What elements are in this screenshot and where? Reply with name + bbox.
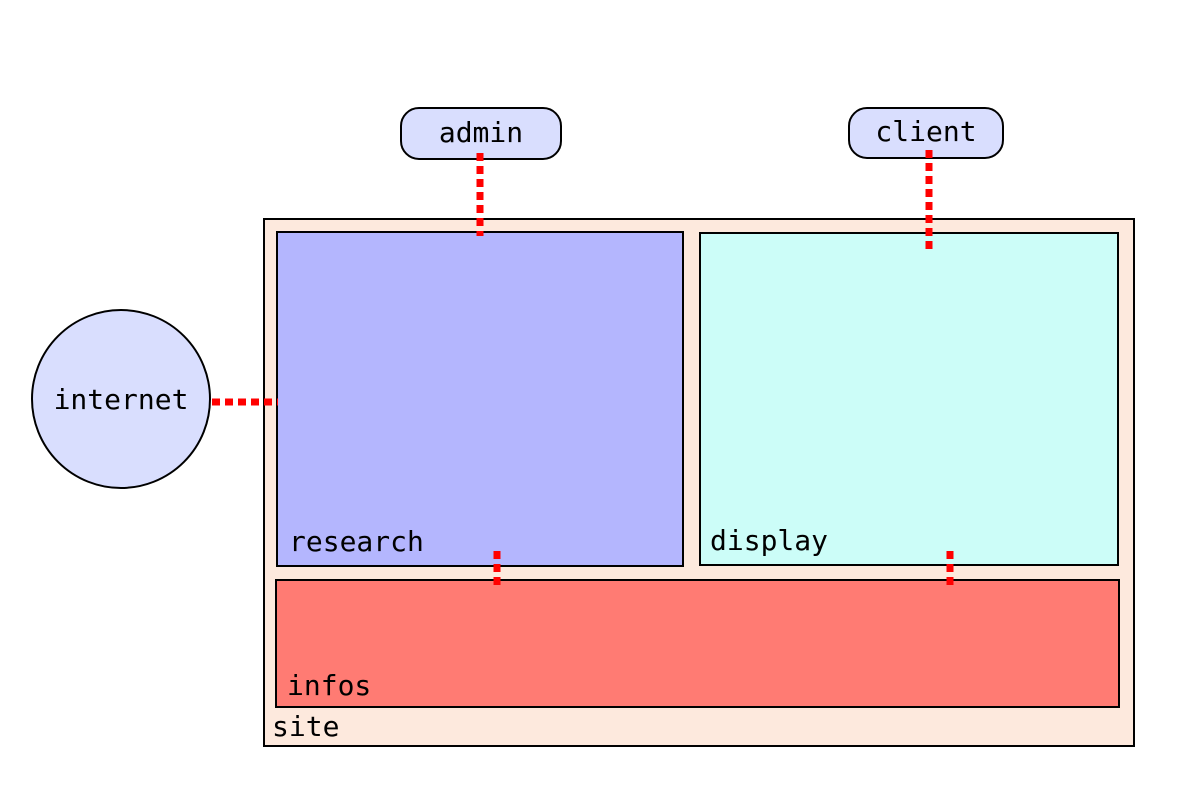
connectors xyxy=(212,150,954,588)
display-box xyxy=(699,232,1119,566)
client-label: client xyxy=(875,115,976,148)
internet-group: internet xyxy=(31,309,211,489)
admin-label: admin xyxy=(439,116,523,149)
research-label: research xyxy=(289,525,424,558)
research-group: research xyxy=(276,231,684,567)
internet-label: internet xyxy=(54,383,189,416)
research-box xyxy=(276,231,684,567)
client-group: client xyxy=(848,107,1004,159)
infos-group: infos xyxy=(275,579,1120,708)
infos-label: infos xyxy=(287,669,371,702)
internet-node xyxy=(31,309,211,489)
display-label: display xyxy=(710,524,828,557)
admin-group: admin xyxy=(400,107,562,160)
site-label: site xyxy=(272,710,339,743)
infos-box xyxy=(275,579,1120,708)
display-group: display xyxy=(699,232,1119,566)
